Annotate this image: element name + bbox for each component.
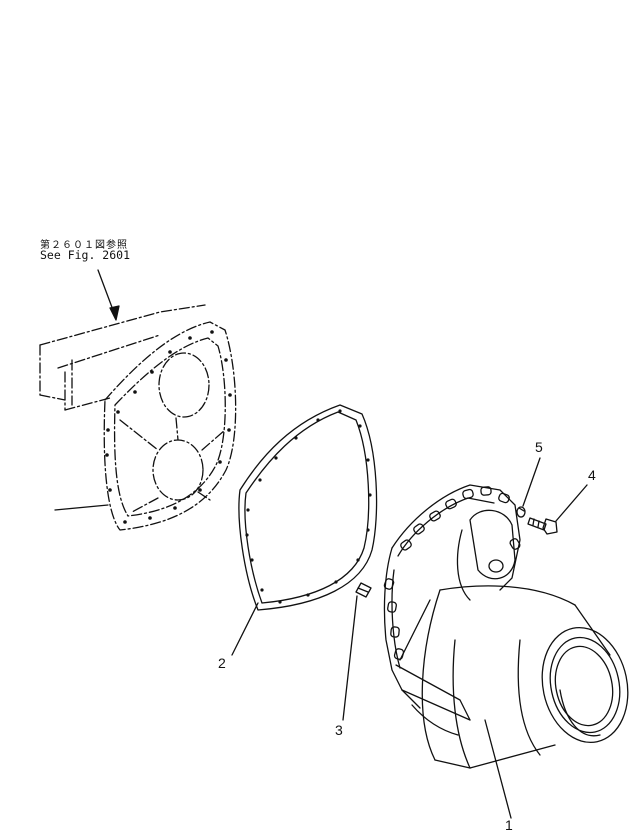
- callout-4: 4: [588, 467, 596, 483]
- bolt: [527, 517, 558, 535]
- callout-3: 3: [335, 722, 343, 738]
- gasket: [238, 404, 378, 611]
- lock-washer: [516, 506, 526, 518]
- callout-2: 2: [218, 655, 226, 671]
- reference-label-japanese: 第２６０１図参照: [40, 240, 128, 251]
- gasket-bolt-holes: [245, 409, 372, 604]
- mating-housing-outline: [39, 304, 206, 411]
- callout-1: 1: [505, 817, 513, 832]
- reference-arrow: [97, 269, 120, 321]
- dowel-pin: [355, 582, 372, 598]
- leader-lines: [231, 457, 588, 819]
- callout-5: 5: [535, 439, 543, 455]
- housing-cover-plate: [103, 321, 237, 531]
- housing-bolt-holes: [105, 330, 232, 524]
- housing-leader-line: [54, 504, 109, 511]
- cover-housing: [383, 484, 629, 769]
- reference-label-english: See Fig. 2601: [40, 248, 131, 262]
